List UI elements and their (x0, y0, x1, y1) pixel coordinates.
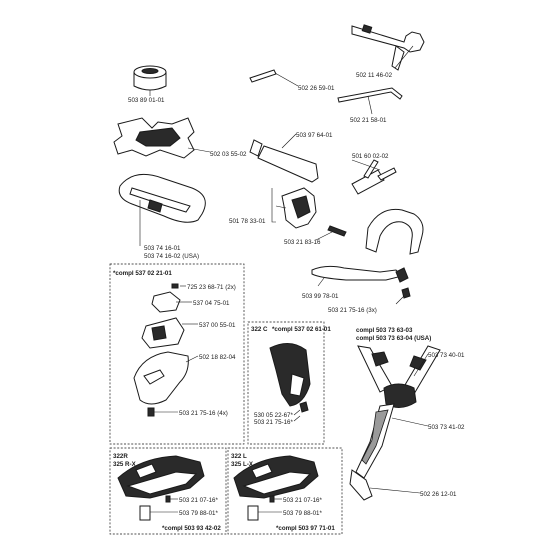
kit1-label-bracket: 537 04 75-01 (193, 300, 230, 307)
kit5-guard (233, 455, 319, 499)
kit2-frame (247, 321, 325, 445)
clamp-screw (315, 225, 347, 241)
kit1-frame (109, 263, 245, 445)
label-harness-pad-1: 503 74 16-01 (144, 245, 181, 252)
kit4-model-2: 325 R-X (113, 461, 137, 468)
kit2-label-a: 530 05 22-67* (254, 412, 293, 419)
kit1-bracket (151, 291, 192, 313)
label-loop-screw: 503 21 75-16 (3x) (328, 307, 377, 314)
kit2-model: 322 C (251, 326, 268, 333)
label-loop-handle: 503 99 78-01 (302, 293, 339, 300)
kit1-guard-screw (147, 407, 178, 417)
kit5-label-screw: 503 21 07-16* (283, 497, 322, 504)
kit5-model-2: 325 L-X (231, 461, 254, 468)
kit3-label-a: 503 73 40-01 (428, 352, 465, 359)
label-cap: 503 89 01-01 (128, 97, 165, 104)
kit2-guard (269, 343, 311, 407)
kit3-title-2: compl 503 73 63-04 (USA) (356, 335, 431, 342)
kit5-frame (227, 447, 343, 535)
kit4-model-1: 322R (113, 453, 128, 460)
kit1-label-guard-screw: 503 21 75-16 (4x) (179, 410, 228, 417)
kit4-label-plate: 503 79 88-01* (179, 510, 218, 517)
kit5-model-1: 322 L (231, 453, 247, 460)
kit3-harness (349, 345, 441, 501)
grease-tube (249, 133, 319, 183)
kit1-label-screw: 725 23 68-71 (2x) (187, 284, 236, 291)
kit4-footer: *compl 503 93 42-02 (162, 525, 221, 532)
kit5-footer: *compl 503 97 71-01 (276, 525, 335, 532)
harness-pad (118, 173, 206, 246)
label-clamp: 501 78 33-01 (229, 218, 266, 225)
kit1-screw (171, 283, 186, 289)
screwdriver (351, 159, 397, 195)
kit3-title-1: compl 503 73 63-03 (356, 327, 413, 334)
label-harness-pad-2: 503 74 16-02 (USA) (144, 253, 199, 260)
cap (133, 65, 167, 96)
kit1-label-guard: 502 18 82-04 (199, 354, 236, 361)
clamp (271, 187, 317, 229)
kit2-title: *compl 537 02 61-01 (272, 326, 331, 333)
kit1-title: *compl 537 02 21-01 (113, 270, 172, 277)
label-grease-tube: 503 97 64-01 (296, 132, 333, 139)
label-socket-wrench: 502 11 46-02 (356, 72, 393, 79)
pin (249, 69, 299, 87)
loop-handle (311, 208, 424, 305)
label-screwdriver: 501 60 02-02 (352, 153, 389, 160)
kit4-guard (117, 455, 205, 499)
label-plate: 502 03 55-02 (210, 151, 247, 158)
kit5-parts (247, 495, 282, 521)
kit4-frame (109, 447, 227, 535)
kit3-label-b: 503 73 41-02 (428, 424, 465, 431)
kit1-label-clamp: 537 00 55-01 (199, 322, 236, 329)
kit5-label-plate: 503 79 88-01* (283, 510, 322, 517)
hex-key (337, 87, 403, 115)
kit4-label-screw: 503 21 07-16* (179, 497, 218, 504)
kit1-guard (133, 351, 199, 405)
kit4-parts (139, 495, 178, 521)
kit2-label-b: 503 21 75-16* (254, 419, 293, 426)
label-hex-key: 502 21 58-01 (350, 117, 387, 124)
plate (113, 117, 211, 159)
label-pin: 502 26 59-01 (298, 85, 335, 92)
kit2-parts (293, 401, 309, 422)
socket-wrench (351, 24, 425, 71)
label-clamp-screw: 503 21 83-16 (284, 239, 321, 246)
kit1-clamp (141, 317, 198, 349)
kit3-label-c: 502 26 12-01 (420, 491, 457, 498)
